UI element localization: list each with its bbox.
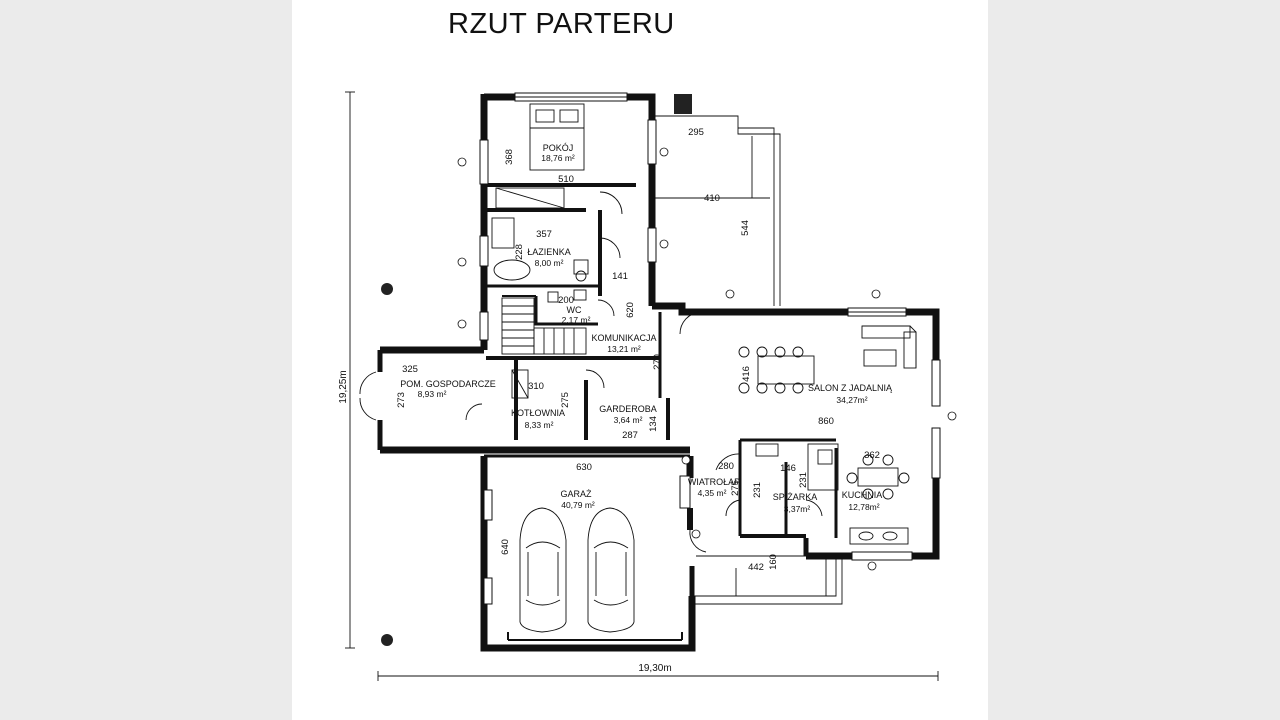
room-labels: POKÓJ 18,76 m² ŁAZIENKA 8,00 m² WC 2,17 … <box>400 143 893 514</box>
room-name-garaz: GARAŻ <box>560 489 592 499</box>
furniture <box>491 103 917 633</box>
dim-terrace-height: 544 <box>740 220 751 236</box>
stairs <box>501 297 587 355</box>
room-area-kotlownia: 8,33 m² <box>525 420 554 430</box>
dim-porch-height: 160 <box>768 554 779 570</box>
chimney <box>674 94 692 114</box>
room-area-wc: 2,17 m² <box>562 315 591 325</box>
dim-lazienka-width: 357 <box>536 229 552 240</box>
room-name-garderoba: GARDEROBA <box>599 404 657 414</box>
room-area-lazienka: 8,00 m² <box>535 258 564 268</box>
room-area-pokoj: 18,76 m² <box>541 153 575 163</box>
dim-terrace-top: 295 <box>688 127 704 138</box>
room-name-spizarka: SPIŻARKA <box>773 492 818 502</box>
room-area-kuchnia: 12,78m² <box>848 502 879 512</box>
dim-pokoj-width: 510 <box>558 174 574 185</box>
dim-pokoj-height: 368 <box>504 149 515 165</box>
dim-garderoba-width: 287 <box>622 430 638 441</box>
room-name-wc: WC <box>567 305 582 315</box>
dim-kotlownia-height: 275 <box>560 392 571 408</box>
room-area-garaz: 40,79 m² <box>561 500 595 510</box>
room-area-garderoba: 3,64 m² <box>614 415 643 425</box>
dim-kuchnia-width: 362 <box>864 450 880 461</box>
room-name-kotlownia: KOTŁOWNIA <box>511 408 565 418</box>
dim-lazienka-right: 141 <box>612 271 628 282</box>
room-name-pom-gospodarcze: POM. GOSPODARCZE <box>400 379 496 389</box>
dimension-labels: 510 368 295 410 544 357 228 141 200 620 … <box>396 127 880 573</box>
room-name-pokoj: POKÓJ <box>543 143 574 153</box>
dim-spizarka-width: 146 <box>780 463 796 474</box>
dim-kotlownia-width: 310 <box>528 381 544 392</box>
room-name-kuchnia: KUCHNIA <box>842 490 883 500</box>
dim-spizarka-height: 231 <box>752 482 763 498</box>
survey-marker-icon <box>381 634 393 646</box>
dim-porch-width: 442 <box>748 562 764 573</box>
windows <box>479 92 941 605</box>
door-swings <box>359 191 823 553</box>
walls <box>377 93 940 652</box>
dim-salon-height: 416 <box>741 366 752 382</box>
car-icon <box>587 507 635 633</box>
window-tag-icon <box>457 147 957 571</box>
room-name-komunikacja: KOMUNIKACJA <box>591 333 656 343</box>
dim-salon-width: 860 <box>818 416 834 427</box>
room-area-salon: 34,27m² <box>836 395 867 405</box>
room-name-wiatrolap: WIATROŁAP <box>688 477 740 487</box>
room-name-lazienka: ŁAZIENKA <box>527 247 571 257</box>
dim-wiatrolap-height: 275 <box>730 480 741 496</box>
dim-lazienka-height: 228 <box>514 244 525 260</box>
room-area-komunikacja: 13,21 m² <box>607 344 641 354</box>
dim-wc-height: 620 <box>625 302 636 318</box>
dim-gospodarcze-height: 273 <box>396 392 407 408</box>
dim-wiatrolap-width: 280 <box>718 461 734 472</box>
overall-dimensions <box>345 91 939 681</box>
height-overall-label: 19,25m <box>338 370 349 403</box>
width-overall-label: 19,30m <box>638 663 671 674</box>
dim-komunikacja-height: 270 <box>652 354 663 370</box>
room-area-pom-gospodarcze: 8,93 m² <box>418 389 447 399</box>
car-icon <box>519 507 567 633</box>
dim-garaz-height: 640 <box>500 539 511 555</box>
room-name-salon: SALON Z JADALNIĄ <box>808 383 893 393</box>
room-area-spizarka: 3,37m² <box>784 504 811 514</box>
survey-marker-icon <box>381 283 393 295</box>
dim-garaz-width: 630 <box>576 462 592 473</box>
room-area-wiatrolap: 4,35 m² <box>698 488 727 498</box>
dim-kuchnia-height: 231 <box>798 472 809 488</box>
dim-wc-width: 200 <box>558 295 574 306</box>
dim-garderoba-height: 134 <box>648 416 659 432</box>
dim-gospodarcze-width: 325 <box>402 364 418 375</box>
plan-title: RZUT PARTERU <box>448 8 675 40</box>
dim-terrace-width: 410 <box>704 193 720 204</box>
